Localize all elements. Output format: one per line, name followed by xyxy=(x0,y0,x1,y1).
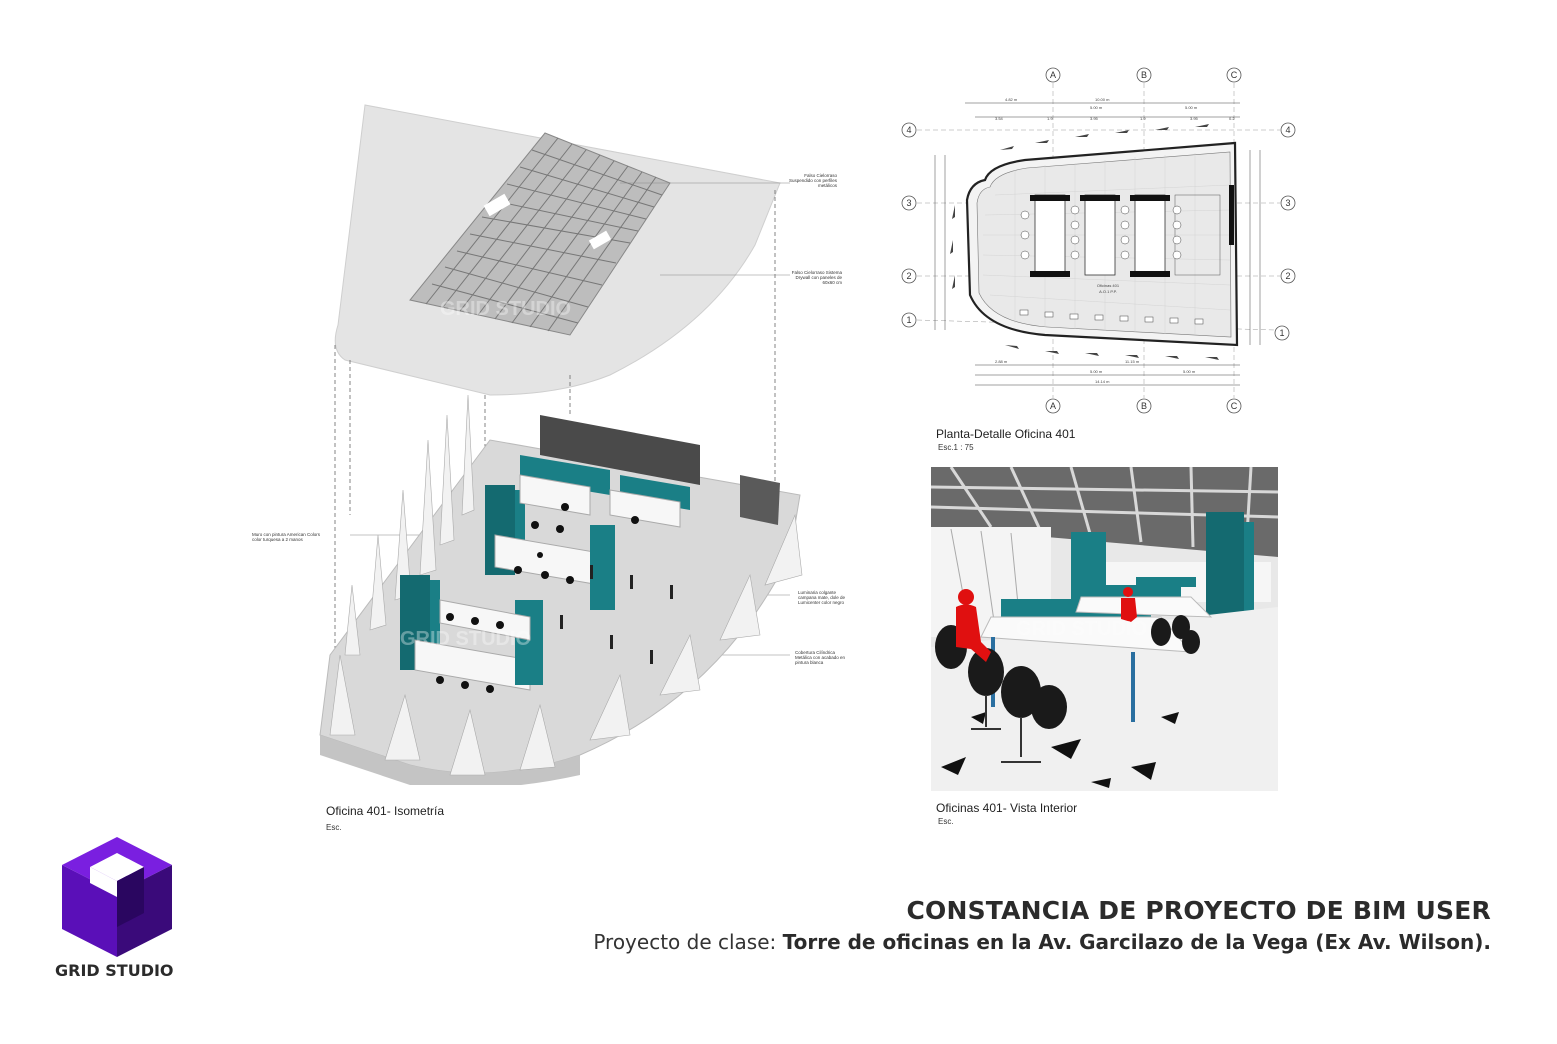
dim-top-3: 5.00 m xyxy=(1090,105,1103,110)
interior-render: GRID STUDIO xyxy=(931,467,1278,791)
grid-studio-logo-icon xyxy=(62,837,172,957)
dim-bottom-5: 14.14 m xyxy=(1095,379,1110,384)
facade-fins xyxy=(329,394,803,776)
grid-row-3-left: 3 xyxy=(906,198,911,208)
grid-row-2-left: 2 xyxy=(906,271,911,281)
footer-subtitle-project: Torre de oficinas en la Av. Garcilazo de… xyxy=(782,930,1491,954)
dim-top-4: 5.00 m xyxy=(1185,105,1198,110)
note-ceiling-metal: Falso Cielorraso Suspendido con perfiles… xyxy=(788,173,837,188)
dim-bottom-1: 2.88 m xyxy=(995,359,1008,364)
dim-top2-3: 3.95 xyxy=(1090,116,1099,121)
plan-scale: Esc.1 : 75 xyxy=(938,443,974,452)
interior-watermark: GRID STUDIO xyxy=(1016,618,1147,640)
isometric-caption: Oficina 401- Isometría xyxy=(326,804,445,818)
footer-subtitle-prefix: Proyecto de clase: xyxy=(593,930,783,954)
grid-col-b-top: B xyxy=(1141,70,1147,80)
dim-top2-5: 3.95 xyxy=(1190,116,1199,121)
dim-bottom-4: 5.00 m xyxy=(1183,369,1196,374)
isometric-scale: Esc. xyxy=(326,823,342,832)
grid-row-4-right: 4 xyxy=(1285,125,1290,135)
grid-col-a-bottom: A xyxy=(1050,401,1056,411)
dim-top-1: 4.82 m xyxy=(1005,97,1018,102)
logo xyxy=(60,835,175,960)
plan-caption: Planta-Detalle Oficina 401 xyxy=(936,427,1076,441)
interior-scale: Esc. xyxy=(938,817,954,826)
interior-caption: Oficinas 401- Vista Interior xyxy=(936,801,1078,815)
grid-col-a-top: A xyxy=(1050,70,1056,80)
grid-col-c-bottom: C xyxy=(1231,401,1238,411)
dim-bottom-2: 11.15 m xyxy=(1125,359,1140,364)
ceiling-grid xyxy=(409,132,671,336)
note-ceiling-drywall: Falso Cielorraso Sistema Drywall con pan… xyxy=(791,270,842,285)
dim-top2-1: 3.54 xyxy=(995,116,1004,121)
logo-text: GRID STUDIO xyxy=(55,961,174,980)
iso-watermark-top: GRID STUDIO xyxy=(440,298,571,320)
note-luminaire: Luminaria colgante campana mate, dole de… xyxy=(798,590,846,605)
footer-title: CONSTANCIA DE PROYECTO DE BIM USER xyxy=(906,896,1491,925)
plan-panel: A B C A B C 4 3 2 1 4 3 2 1 4.82 m 10.00… xyxy=(895,65,1305,420)
dim-top2-2: 1.9 xyxy=(1047,116,1053,121)
grid-col-c-top: C xyxy=(1231,70,1238,80)
grid-row-1-right: 1 xyxy=(1279,328,1284,338)
iso-workstations xyxy=(400,455,690,693)
note-wall-paint: Muro con pintura American Colors color t… xyxy=(252,532,321,542)
grid-row-2-right: 2 xyxy=(1285,271,1290,281)
iso-watermark-bottom: GRID STUDIO xyxy=(400,628,531,650)
grid-row-3-right: 3 xyxy=(1285,198,1290,208)
grid-row-4-left: 4 xyxy=(906,125,911,135)
plan-room-label: Oficinas 401 xyxy=(1097,283,1120,288)
note-cladding: Cobertura Cilíndrica Metálica con acabad… xyxy=(795,650,846,665)
grid-col-b-bottom: B xyxy=(1141,401,1147,411)
isometric-panel: GRID STUDIO xyxy=(252,95,850,789)
footer-subtitle: Proyecto de clase: Torre de oficinas en … xyxy=(593,930,1491,954)
plan-desks xyxy=(1019,185,1234,325)
human-figures xyxy=(956,587,1137,662)
isometric-drawing: GRID STUDIO xyxy=(319,104,803,789)
plan-room-area: A.O.1 P.P. xyxy=(1099,289,1117,294)
dim-bottom-3: 5.00 m xyxy=(1090,369,1103,374)
dim-top2-4: 1.9 xyxy=(1140,116,1146,121)
grid-row-1-left: 1 xyxy=(906,315,911,325)
plan-drawing: A B C A B C 4 3 2 1 4 3 2 1 4.82 m 10.00… xyxy=(901,67,1296,414)
dim-top2-6: 0.2 xyxy=(1229,116,1235,121)
dim-top-2: 10.00 m xyxy=(1095,97,1110,102)
